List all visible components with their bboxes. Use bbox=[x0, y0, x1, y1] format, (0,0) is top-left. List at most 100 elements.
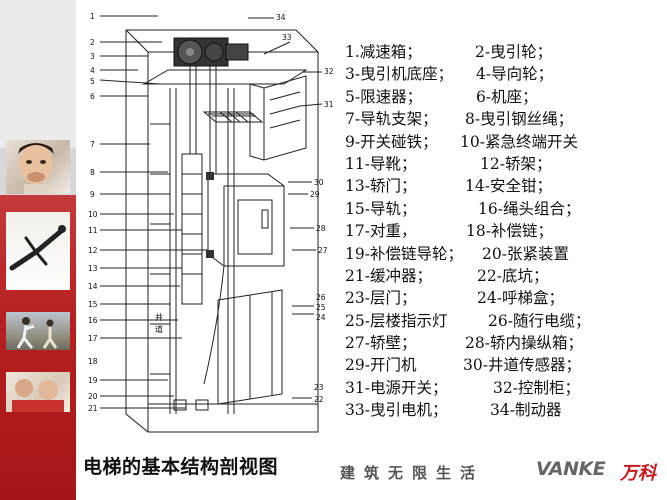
diagram-label-33: 33 bbox=[282, 33, 292, 42]
diagram-label-12: 12 bbox=[88, 246, 98, 255]
diagram-label-15: 15 bbox=[88, 300, 98, 309]
legend-row: 7-导轨支架； 8-曳引钢丝绳； bbox=[345, 108, 665, 130]
diagram-label-18: 18 bbox=[88, 357, 98, 366]
legend-entry: 31-电源开关； bbox=[345, 378, 448, 397]
diagram-label-3: 3 bbox=[90, 52, 95, 61]
legend-row: 27-轿壁； 28-轿内操纵箱； bbox=[345, 332, 665, 354]
legend-entry: 12-轿架； bbox=[480, 154, 552, 173]
legend-entry: 24-呼梯盒； bbox=[477, 289, 564, 308]
legend-entry: 10-紧急终端开关 bbox=[460, 132, 578, 151]
legend-entry: 27-轿壁； bbox=[345, 334, 417, 353]
legend-row: 9-开关碰铁； 10-紧急终端开关 bbox=[345, 131, 665, 153]
diagram-label-14: 14 bbox=[88, 282, 98, 291]
legend-entry: 9-开关碰铁； bbox=[345, 132, 438, 151]
diagram-label-23: 23 bbox=[314, 383, 324, 392]
legend-row: 13-轿门； 14-安全钳； bbox=[345, 175, 665, 197]
legend-entry: 4-导向轮； bbox=[476, 65, 554, 84]
diagram-label-24: 24 bbox=[316, 313, 326, 322]
legend-entry: 25-层楼指示灯 bbox=[345, 311, 448, 330]
legend-entry: 18-补偿链； bbox=[466, 222, 553, 241]
diagram-label-34: 34 bbox=[276, 13, 286, 22]
legend-row: 11-导靴； 12-轿架； bbox=[345, 153, 665, 175]
legend-entry: 20-张紧装置 bbox=[482, 244, 569, 263]
diagram-label-26: 26 bbox=[316, 293, 326, 302]
legend-entry: 16-绳头组合； bbox=[478, 199, 581, 218]
legend-entry: 7-导轨支架； bbox=[345, 110, 438, 129]
photo-family bbox=[6, 372, 70, 412]
parts-legend: 1.减速箱； 2-曳引轮； 3-曳引机底座； 4-导向轮； 5-限速器； 6-机座； 7-导… bbox=[345, 41, 665, 422]
diagram-label-28: 28 bbox=[316, 224, 326, 233]
diagram-label-4: 4 bbox=[90, 66, 95, 75]
brand-logo-latin: VANKE bbox=[536, 458, 606, 480]
diagram-label-7: 7 bbox=[90, 140, 95, 149]
legend-entry: 22-底坑； bbox=[477, 266, 549, 285]
diagram-label-6: 6 bbox=[90, 92, 95, 101]
diagram-label-29: 29 bbox=[310, 190, 320, 199]
legend-entry: 5-限速器； bbox=[345, 87, 423, 106]
elevator-cutaway-diagram: 1 2 3 4 5 6 7 8 9 10 11 12 13 14 15 16 1… bbox=[88, 12, 334, 433]
legend-row: 21-缓冲器； 22-底坑； bbox=[345, 265, 665, 287]
photo-strip bbox=[0, 0, 76, 500]
diagram-label-25: 25 bbox=[316, 303, 326, 312]
legend-entry: 30-井道传感器； bbox=[463, 356, 581, 375]
footer-slogan: 建筑无限生活 bbox=[340, 464, 485, 482]
legend-row: 17-对重， 18-补偿链； bbox=[345, 220, 665, 242]
diagram-label-17: 17 bbox=[88, 334, 98, 343]
diagram-label-22: 22 bbox=[314, 395, 324, 404]
diagram-label-2: 2 bbox=[90, 38, 95, 47]
diagram-label-1: 1 bbox=[90, 12, 95, 21]
legend-entry: 34-制动器 bbox=[490, 401, 562, 420]
strip-top-band bbox=[0, 0, 76, 148]
diagram-label-21: 21 bbox=[88, 404, 98, 413]
traction-machine bbox=[173, 37, 249, 67]
diagram-label-32: 32 bbox=[324, 67, 334, 76]
legend-entry: 21-缓冲器； bbox=[345, 266, 432, 285]
diagram-label-10: 10 bbox=[88, 210, 98, 219]
legend-row: 15-导轨； 16-绳头组合； bbox=[345, 198, 665, 220]
legend-entry: 15-导轨； bbox=[345, 199, 417, 218]
photo-diver bbox=[6, 212, 70, 290]
brand-logo-cn: 万科 bbox=[620, 463, 656, 484]
diagram-label-8: 8 bbox=[90, 168, 95, 177]
legend-row: 33-曳引电机； 34-制动器 bbox=[345, 399, 665, 421]
diagram-label-5: 5 bbox=[90, 77, 95, 86]
diagram-label-31: 31 bbox=[324, 100, 334, 109]
legend-row: 19-补偿链导轮； 20-张紧装置 bbox=[345, 243, 665, 265]
photo-runners bbox=[6, 312, 70, 350]
diagram-text-jing: 井 bbox=[155, 312, 163, 322]
diagram-label-27: 27 bbox=[318, 246, 328, 255]
diagram-caption: 电梯的基本结构剖视图 bbox=[83, 456, 279, 478]
legend-entry: 11-导靴； bbox=[345, 154, 417, 173]
diagram-label-20: 20 bbox=[88, 392, 98, 401]
diagram-label-30: 30 bbox=[314, 178, 324, 187]
diagram-label-9: 9 bbox=[90, 190, 95, 199]
diagram-label-16: 16 bbox=[88, 316, 98, 325]
legend-entry: 13-轿门； bbox=[345, 177, 417, 196]
legend-entry: 23-层门； bbox=[345, 289, 417, 308]
legend-row: 23-层门； 24-呼梯盒； bbox=[345, 287, 665, 309]
legend-entry: 19-补偿链导轮； bbox=[345, 244, 463, 263]
legend-entry: 17-对重， bbox=[345, 222, 417, 241]
legend-row: 31-电源开关； 32-控制柜； bbox=[345, 377, 665, 399]
legend-entry: 14-安全钳； bbox=[465, 177, 552, 196]
legend-row: 5-限速器； 6-机座； bbox=[345, 86, 665, 108]
legend-row: 29-开门机 30-井道传感器； bbox=[345, 354, 665, 376]
diagram-text-dao: 道 bbox=[155, 324, 163, 334]
legend-entry: 8-曳引钢丝绳； bbox=[465, 110, 574, 129]
diagram-label-19: 19 bbox=[88, 376, 98, 385]
legend-entry: 28-轿内操纵箱； bbox=[465, 334, 583, 353]
photo-child-face bbox=[6, 140, 70, 194]
legend-entry: 33-曳引电机； bbox=[345, 401, 448, 420]
legend-entry: 1.减速箱； bbox=[345, 43, 422, 61]
legend-row: 1.减速箱； 2-曳引轮； bbox=[345, 41, 665, 63]
legend-entry: 6-机座； bbox=[476, 87, 538, 106]
diagram-label-13: 13 bbox=[88, 264, 98, 273]
legend-entry: 29-开门机 bbox=[345, 356, 417, 375]
legend-entry: 32-控制柜； bbox=[493, 378, 580, 397]
legend-entry: 3-曳引机底座； bbox=[345, 65, 454, 84]
diagram-label-11: 11 bbox=[88, 226, 98, 235]
legend-entry: 2-曳引轮； bbox=[475, 43, 553, 61]
legend-row: 3-曳引机底座； 4-导向轮； bbox=[345, 63, 665, 85]
